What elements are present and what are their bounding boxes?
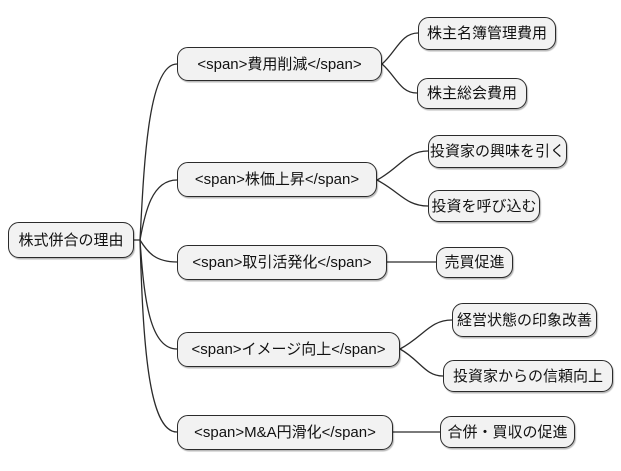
leaf-node-attract-investors: 投資家の興味を引く xyxy=(428,135,567,168)
branch-node-cost-reduction: <span>費用削減</span> xyxy=(177,47,382,81)
edge-root-b3 xyxy=(139,239,178,263)
leaf-node-investor-trust: 投資家からの信頼向上 xyxy=(443,360,613,392)
edge-b2-l2b xyxy=(376,179,429,207)
leaf-node-management-impression: 経営状態の印象改善 xyxy=(452,303,597,337)
edge-root-b1 xyxy=(139,63,178,241)
edge-b4-l4a xyxy=(399,319,453,350)
branch-node-ma-facilitation: <span>M&A円滑化</span> xyxy=(177,415,393,450)
edge-root-b2 xyxy=(139,179,178,241)
edge-b2-l2a xyxy=(376,150,429,181)
branch-node-trading-activation: <span>取引活発化</span> xyxy=(177,245,387,280)
leaf-node-invite-investment: 投資を呼び込む xyxy=(428,190,540,222)
branch-node-image-improvement: <span>イメージ向上</span> xyxy=(177,332,400,367)
leaf-node-registry-cost: 株主名簿管理費用 xyxy=(418,17,556,50)
edge-root-b4 xyxy=(139,239,178,350)
edge-b4-l4b xyxy=(399,348,444,377)
edge-root-b5 xyxy=(139,239,178,433)
branch-node-stock-price-rise: <span>株価上昇</span> xyxy=(177,162,377,197)
root-node: 株式併合の理由 xyxy=(8,222,134,258)
leaf-node-trade-promotion: 売買促進 xyxy=(436,247,513,278)
edge-b1-l1a xyxy=(381,32,419,65)
leaf-node-merger-acquisition-promotion: 合併・買収の促進 xyxy=(440,416,575,448)
leaf-node-meeting-cost: 株主総会費用 xyxy=(417,78,527,109)
edge-b1-l1b xyxy=(381,63,418,94)
